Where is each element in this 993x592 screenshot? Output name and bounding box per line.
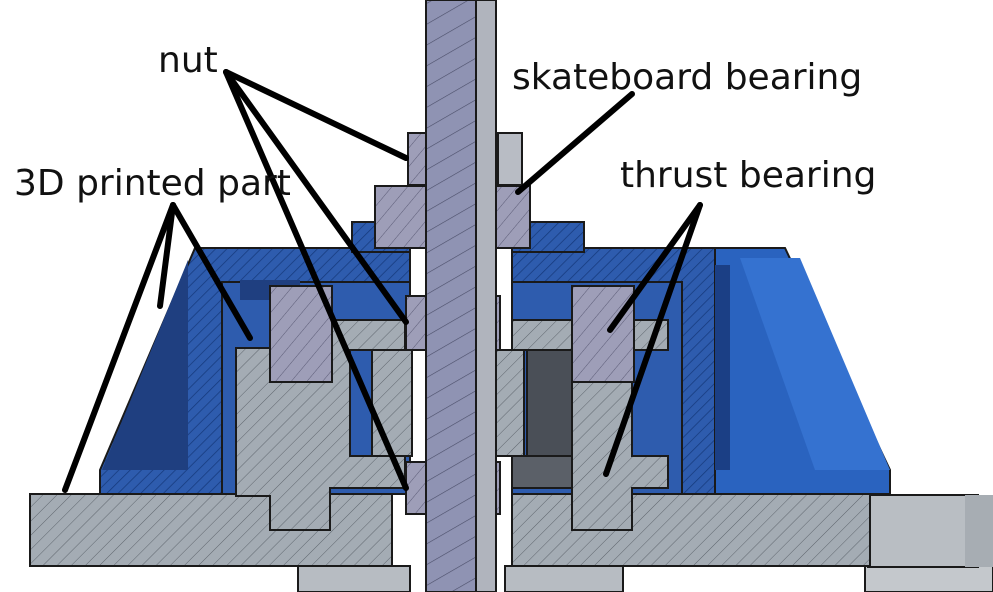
thrust-bearing-right <box>511 285 669 531</box>
printed-part-leader-3 <box>170 202 253 341</box>
skateboard-bearing-label: skateboard bearing <box>512 57 863 98</box>
thrust-bearing-label: thrust bearing <box>620 155 877 196</box>
lower-fixture <box>297 565 993 592</box>
skateboard-bearing-leader <box>515 91 635 195</box>
printed-part-leader-1 <box>62 202 176 493</box>
nut-leader-top <box>223 69 409 161</box>
printed-part-label: 3D printed part <box>14 163 291 204</box>
right-base-block <box>867 494 993 568</box>
nut-leader-low <box>223 69 409 491</box>
nut-leader-mid <box>223 69 409 325</box>
leader-lines <box>62 69 703 493</box>
printed-part-leader-2 <box>157 202 176 309</box>
thrust-bearing-left <box>235 285 406 531</box>
thrust-bearing-leader-1 <box>607 202 703 333</box>
central-shaft <box>425 0 497 592</box>
thrust-bearing-leader-2 <box>603 202 703 477</box>
nut-label: nut <box>158 40 218 81</box>
